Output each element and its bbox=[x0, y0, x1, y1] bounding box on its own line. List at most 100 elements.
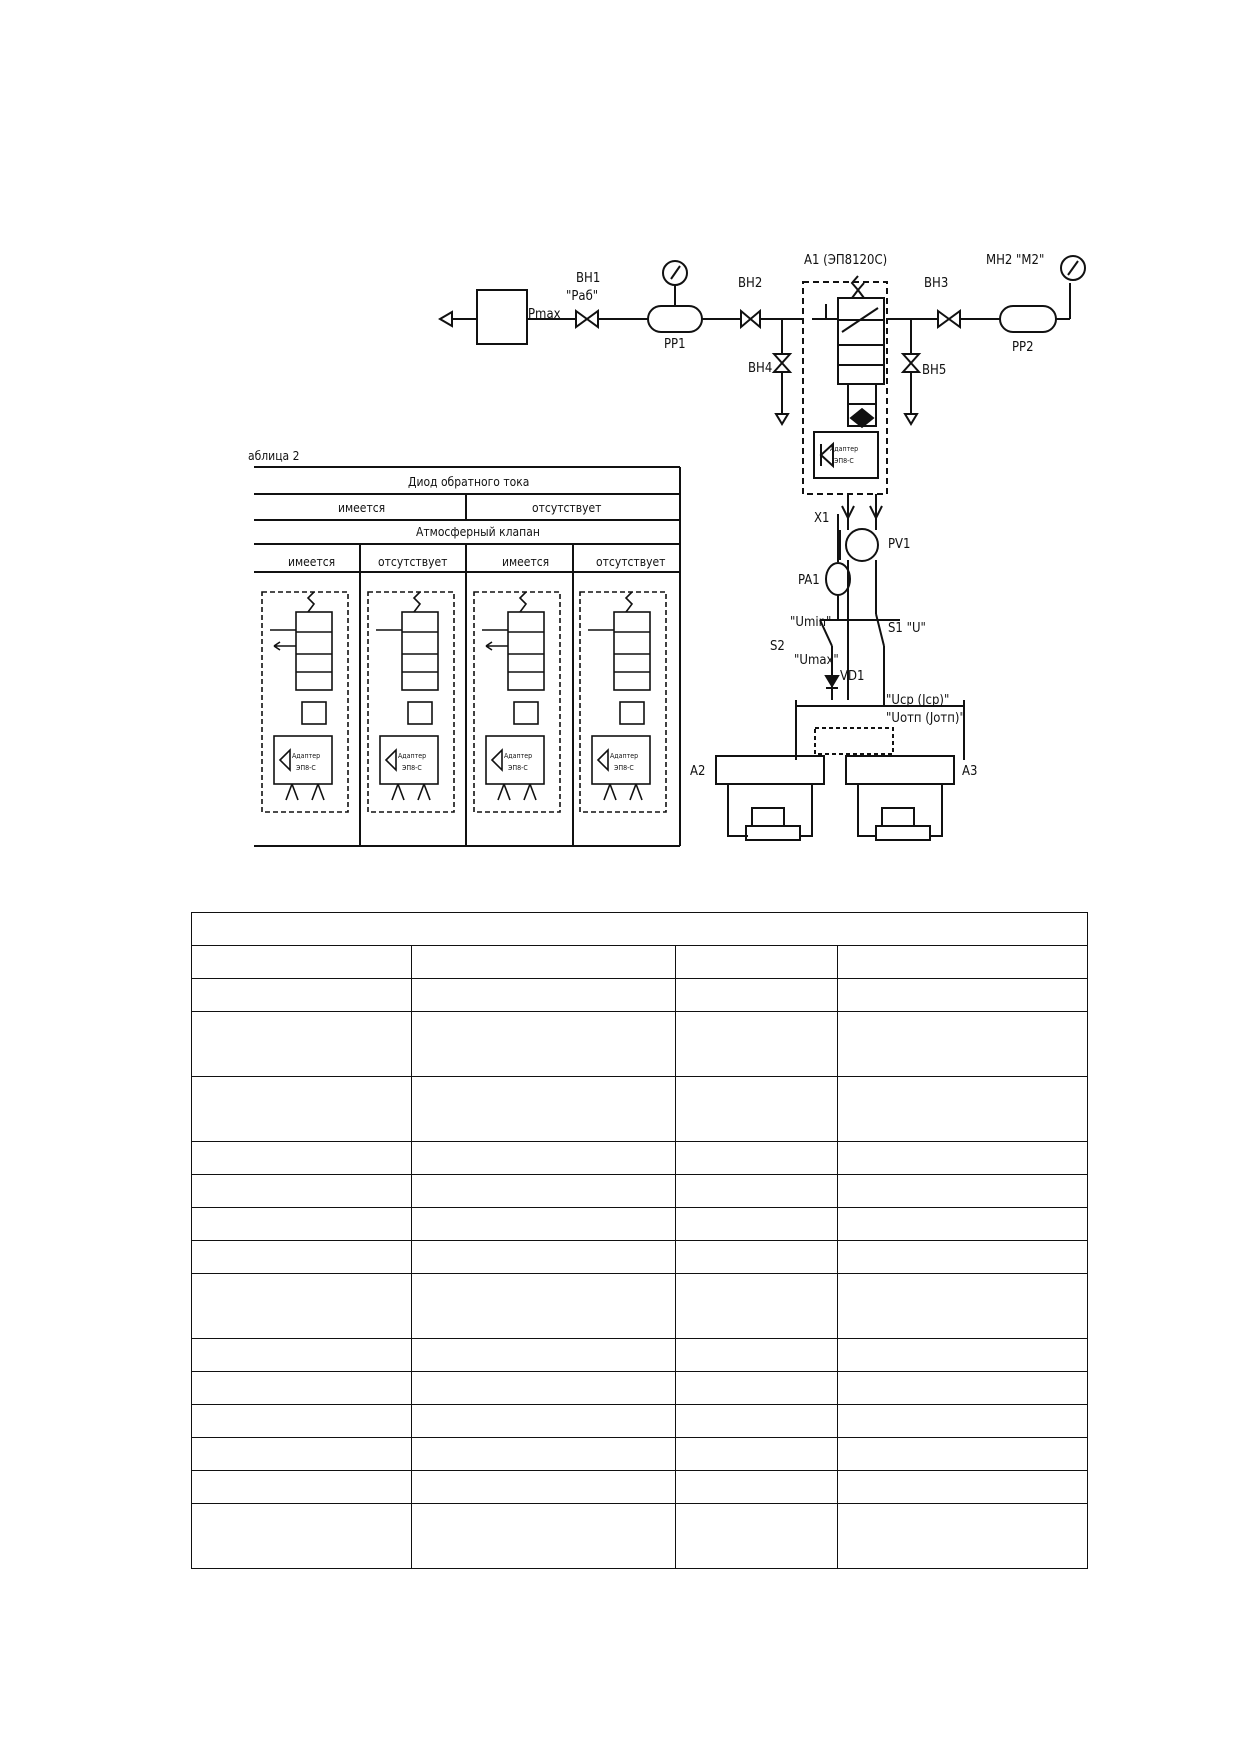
table2-col-4: отсутствует bbox=[596, 555, 665, 569]
table-cell bbox=[411, 1273, 676, 1339]
table-cell bbox=[837, 1437, 1088, 1471]
table-cell bbox=[191, 1338, 412, 1372]
label-x1: X1 bbox=[814, 511, 829, 526]
table-cell bbox=[411, 945, 676, 979]
table-row bbox=[191, 1240, 1088, 1274]
valve-vn5-icon bbox=[900, 353, 922, 373]
voltmeter-pv1-icon bbox=[845, 528, 879, 562]
table2-adapter-label: Адаптер bbox=[504, 752, 532, 760]
table-row bbox=[191, 1470, 1088, 1504]
table-cell bbox=[191, 978, 412, 1012]
table-cell bbox=[837, 1273, 1088, 1339]
label-vn3: ВН3 bbox=[924, 276, 948, 291]
table-cell bbox=[675, 945, 838, 979]
label-vn5: ВН5 bbox=[922, 363, 946, 378]
table-row bbox=[191, 1207, 1088, 1241]
table-cell bbox=[675, 978, 838, 1012]
pmax-source-box bbox=[476, 289, 528, 345]
label-vn2: ВН2 bbox=[738, 276, 762, 291]
table-2 bbox=[254, 466, 681, 847]
a1-valve-body bbox=[837, 297, 885, 385]
table-header-cell bbox=[191, 912, 1088, 946]
label-s2: S2 bbox=[770, 639, 785, 654]
empty-grid-table bbox=[191, 912, 1088, 1569]
table2-adapter-sub: ЭП8-С bbox=[614, 764, 634, 772]
table-cell bbox=[837, 1371, 1088, 1405]
table-cell bbox=[191, 1371, 412, 1405]
table-cell bbox=[837, 1174, 1088, 1208]
table-row bbox=[191, 945, 1088, 979]
table-cell bbox=[191, 1207, 412, 1241]
table-cell bbox=[191, 1174, 412, 1208]
table2-adapter-sub: ЭП8-С bbox=[508, 764, 528, 772]
table-cell bbox=[675, 1404, 838, 1438]
table-row bbox=[191, 978, 1088, 1012]
table-row bbox=[191, 1437, 1088, 1471]
label-pmax: Pmax bbox=[528, 307, 561, 322]
table-cell bbox=[675, 1076, 838, 1142]
table2-header-valve: Атмосферный клапан bbox=[416, 525, 540, 539]
table-row bbox=[191, 1338, 1088, 1372]
valve-vn3-icon bbox=[937, 309, 961, 329]
table-cell bbox=[191, 1076, 412, 1142]
table-cell bbox=[837, 1207, 1088, 1241]
valve-vn4-icon bbox=[771, 353, 793, 373]
table-cell bbox=[411, 1404, 676, 1438]
table-row bbox=[191, 1174, 1088, 1208]
adapter-a2 bbox=[715, 755, 825, 785]
table-cell bbox=[411, 1338, 676, 1372]
table-cell bbox=[675, 1437, 838, 1471]
table-cell bbox=[675, 1470, 838, 1504]
table-cell bbox=[191, 1240, 412, 1274]
label-a1: А1 (ЭП8120С) bbox=[804, 253, 887, 268]
a1-adapter-sub: ЭП8-С bbox=[834, 457, 854, 465]
a1-adapter bbox=[813, 431, 879, 479]
table-cell bbox=[675, 1338, 838, 1372]
table2-col-1: имеется bbox=[288, 555, 335, 569]
table-cell bbox=[411, 1011, 676, 1077]
table-cell bbox=[675, 1503, 838, 1569]
valve-vn2-icon bbox=[740, 308, 761, 330]
table-cell bbox=[411, 1470, 676, 1504]
label-vn4: ВН4 bbox=[748, 361, 772, 376]
table-cell bbox=[837, 1503, 1088, 1569]
table-cell bbox=[411, 1076, 676, 1142]
table-row bbox=[191, 1503, 1088, 1569]
table2-adapter-label: Адаптер bbox=[398, 752, 426, 760]
label-rr1: РР1 bbox=[664, 337, 686, 352]
table-cell bbox=[837, 945, 1088, 979]
table-cell bbox=[675, 1141, 838, 1175]
table-cell bbox=[191, 945, 412, 979]
table2-adapter-sub: ЭП8-С bbox=[402, 764, 422, 772]
table-cell bbox=[837, 1338, 1088, 1372]
table-cell bbox=[675, 1273, 838, 1339]
table-cell bbox=[191, 1437, 412, 1471]
table2-col-3: имеется bbox=[502, 555, 549, 569]
table-cell bbox=[675, 1174, 838, 1208]
label-a2: A2 bbox=[690, 764, 705, 779]
label-mn2: МН2 "М2" bbox=[986, 253, 1044, 268]
label-pab: "Раб" bbox=[566, 289, 598, 304]
table2-header-mid-right: отсутствует bbox=[532, 501, 601, 515]
table-cell bbox=[191, 1141, 412, 1175]
label-vn1: ВН1 bbox=[576, 271, 600, 286]
table-cell bbox=[411, 1207, 676, 1241]
receiver-rr1 bbox=[647, 305, 703, 333]
label-a3: A3 bbox=[962, 764, 977, 779]
table-cell bbox=[411, 978, 676, 1012]
table2-adapter-sub: ЭП8-С bbox=[296, 764, 316, 772]
source-triangle-icon bbox=[438, 310, 453, 328]
table2-adapter-label: Адаптер bbox=[292, 752, 320, 760]
table-cell bbox=[837, 978, 1088, 1012]
table-row bbox=[191, 1141, 1088, 1175]
table-cell bbox=[675, 1371, 838, 1405]
table2-header-top: Диод обратного тока bbox=[408, 475, 529, 489]
table-cell bbox=[675, 1207, 838, 1241]
table-row bbox=[191, 1404, 1088, 1438]
exhaust-vn4-icon bbox=[774, 413, 790, 426]
table-cell bbox=[837, 1470, 1088, 1504]
table-cell bbox=[837, 1240, 1088, 1274]
